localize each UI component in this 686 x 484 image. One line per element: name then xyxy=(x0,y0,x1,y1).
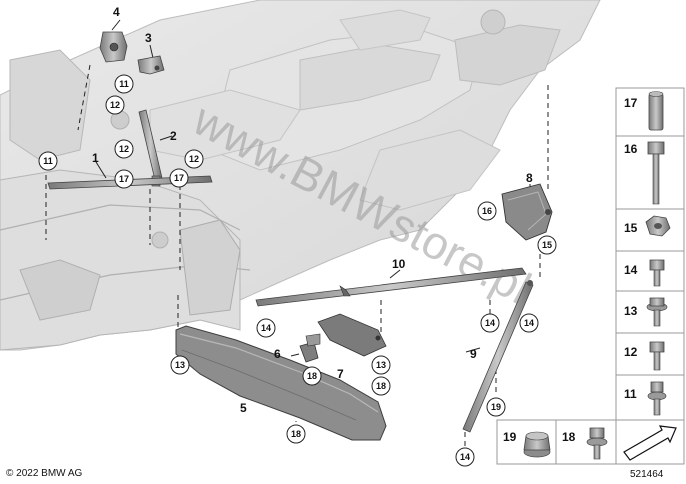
callout-12-a: 12 xyxy=(110,100,120,110)
callout-12-b: 12 xyxy=(119,144,129,154)
callouts xyxy=(38,74,557,467)
label-7: 7 xyxy=(337,367,344,381)
label-6: 6 xyxy=(274,347,281,361)
label-4: 4 xyxy=(113,5,120,19)
part-9-strut xyxy=(462,280,534,433)
callout-14-d: 14 xyxy=(460,452,470,462)
callout-19: 19 xyxy=(491,402,501,412)
part-5-plate xyxy=(175,325,387,441)
nut-icon xyxy=(645,215,671,237)
callout-17-a: 17 xyxy=(119,174,129,184)
sleeve-icon xyxy=(648,91,664,131)
label-10: 10 xyxy=(392,257,406,271)
label-lines xyxy=(95,19,531,357)
label-9: 9 xyxy=(470,347,477,361)
callout-17-b: 17 xyxy=(174,173,184,183)
part-6-bracket xyxy=(299,333,321,363)
callout-15: 15 xyxy=(542,240,552,250)
label-3: 3 xyxy=(145,31,152,45)
legend-19: 19 xyxy=(503,430,517,444)
callout-11-a: 11 xyxy=(119,79,129,89)
callout-13-b: 13 xyxy=(376,360,386,370)
legend-15: 15 xyxy=(624,221,638,235)
flange-screw-icon xyxy=(586,427,608,460)
bolt-icon xyxy=(649,259,665,287)
part-8-mount xyxy=(501,183,553,241)
label-1: 1 xyxy=(92,151,99,165)
legend-12: 12 xyxy=(624,345,638,359)
vehicle-underbody xyxy=(0,0,601,351)
callout-14-b: 14 xyxy=(485,318,495,328)
callout-numbers: 11 11 12 12 12 17 17 13 13 14 14 14 14 1… xyxy=(43,79,552,462)
callout-14-c: 14 xyxy=(524,318,534,328)
hex-bolt-icon xyxy=(649,341,665,371)
callout-18-a: 18 xyxy=(307,371,317,381)
callout-14-a: 14 xyxy=(261,323,271,333)
callout-11-b: 11 xyxy=(43,156,53,166)
legend-11: 11 xyxy=(624,387,637,401)
label-8: 8 xyxy=(526,171,533,185)
legend-17: 17 xyxy=(624,96,638,110)
long-bolt-icon xyxy=(647,141,665,205)
part-4-bracket xyxy=(99,31,128,63)
legend-18: 18 xyxy=(562,430,576,444)
fastener-legend: 17 16 15 14 13 12 11 19 18 xyxy=(496,87,685,465)
part-10-rod xyxy=(255,267,527,307)
copyright: © 2022 BMW AG xyxy=(6,468,83,479)
callout-18-b: 18 xyxy=(376,381,386,391)
callout-12-c: 12 xyxy=(189,154,199,164)
collar-nut-icon xyxy=(523,431,551,458)
flange-bolt-icon xyxy=(646,297,668,327)
label-2: 2 xyxy=(170,129,177,143)
direction-arrow-icon xyxy=(623,425,677,461)
callout-18-c: 18 xyxy=(291,429,301,439)
legend-13: 13 xyxy=(624,304,638,318)
callout-16: 16 xyxy=(482,206,492,216)
legend-14: 14 xyxy=(624,263,638,277)
part-3-bracket xyxy=(137,55,165,75)
washer-bolt-icon xyxy=(647,381,667,416)
label-5: 5 xyxy=(240,401,247,415)
legend-16: 16 xyxy=(624,142,638,156)
callout-13-a: 13 xyxy=(175,360,185,370)
diagram-id: 521464 xyxy=(630,469,664,480)
part-labels: 1 2 3 4 5 6 7 8 9 10 xyxy=(92,5,533,415)
part-7-plate xyxy=(317,313,387,357)
